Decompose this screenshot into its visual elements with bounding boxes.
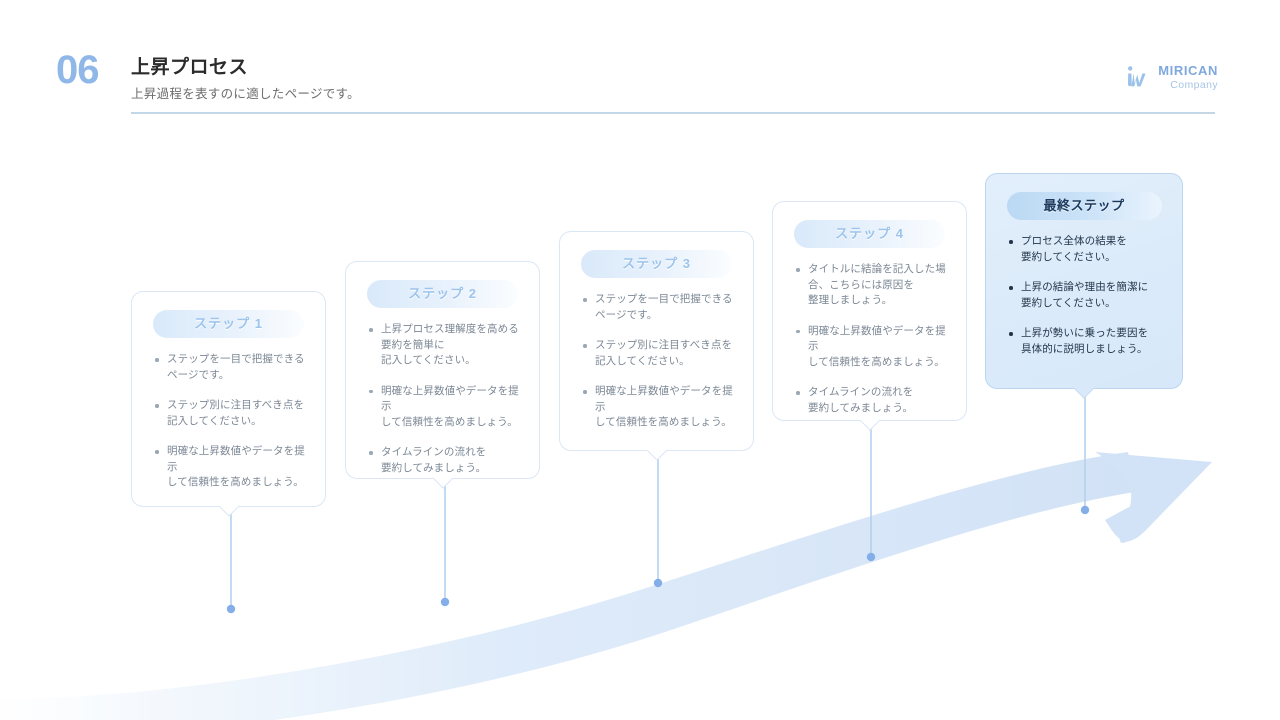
step-card-4[interactable]: ステップ 4 タイトルに結論を記入した場 合、こちらには原因を 整理しましょう。… [772,201,967,431]
brand-logo: MIRICAN Company [1125,64,1218,91]
connector-2 [440,480,450,607]
step-label-4: ステップ 4 [794,220,945,248]
list-item: 明確な上昇数値やデータを提示 して信頼性を高めましょう。 [368,384,521,431]
step-card-3[interactable]: ステップ 3 ステップを一目で把握できる ページです。 ステップ別に注目すべき点… [559,231,754,461]
final-step-card[interactable]: 最終ステップ プロセス全体の結果を 要約してください。 上昇の結論や理由を簡潔に… [985,173,1183,399]
list-item: 上昇の結論や理由を簡潔に 要約してください。 [1008,280,1164,311]
step-label-2: ステップ 2 [367,280,518,308]
list-item: 明確な上昇数値やデータを提示 して信頼性を高めましょう。 [154,444,307,491]
step-label-1: ステップ 1 [153,310,304,338]
list-item: タイムラインの流れを 要約してみましょう。 [795,385,948,416]
step-bullets-2: 上昇プロセス理解度を高める 要約を簡単に 記入してください。 明確な上昇数値やデ… [362,322,523,476]
list-item: プロセス全体の結果を 要約してください。 [1008,234,1164,265]
step-bullets-3: ステップを一目で把握できる ページです。 ステップ別に注目すべき点を 記入してく… [576,292,737,431]
list-item: 明確な上昇数値やデータを提示 して信頼性を高めましょう。 [795,324,948,371]
step-card-2[interactable]: ステップ 2 上昇プロセス理解度を高める 要約を簡単に 記入してください。 明確… [345,261,540,489]
logo-subtitle: Company [1170,79,1218,91]
logo-text: MIRICAN Company [1158,64,1218,91]
list-item: ステップを一目で把握できる ページです。 [154,352,307,383]
connector-5 [1080,390,1090,515]
page-title: 上昇プロセス [131,57,249,78]
step-card-1[interactable]: ステップ 1 ステップを一目で把握できる ページです。 ステップ別に注目すべき点… [131,291,326,517]
card-tail-icon [217,505,240,517]
step-label-3: ステップ 3 [581,250,732,278]
header-divider [131,112,1215,114]
page-subtitle: 上昇過程を表すのに適したページです。 [131,86,360,101]
final-step-bullets: プロセス全体の結果を 要約してください。 上昇の結論や理由を簡潔に 要約してくだ… [1002,234,1166,357]
list-item: ステップを一目で把握できる ページです。 [582,292,735,323]
step-bullets-4: タイトルに結論を記入した場 合、こちらには原因を 整理しましょう。 明確な上昇数… [789,262,950,416]
iw-monogram-icon [1128,66,1146,87]
title-block: 上昇プロセス 上昇過程を表すのに適したページです。 [131,56,360,102]
list-item: 上昇が勢いに乗った要因を 具体的に説明しましょう。 [1008,326,1164,357]
page-number: 06 [56,48,99,92]
logo-name: MIRICAN [1158,63,1218,78]
card-tail-icon [431,477,454,489]
list-item: 明確な上昇数値やデータを提示 して信頼性を高めましょう。 [582,384,735,431]
card-tail-icon [645,449,668,461]
connector-1 [226,508,236,614]
card-tail-icon [858,419,881,431]
list-item: タイムラインの流れを 要約してみましょう。 [368,445,521,476]
connector-4 [866,422,876,562]
list-item: タイトルに結論を記入した場 合、こちらには原因を 整理しましょう。 [795,262,948,309]
list-item: ステップ別に注目すべき点を 記入してください。 [582,338,735,369]
step-bullets-1: ステップを一目で把握できる ページです。 ステップ別に注目すべき点を 記入してく… [148,352,309,491]
slide-header: 06 上昇プロセス 上昇過程を表すのに適したページです。 MIRICAN Com… [0,0,1280,130]
list-item: ステップ別に注目すべき点を 記入してください。 [154,398,307,429]
final-step-label: 最終ステップ [1006,192,1162,220]
list-item: 上昇プロセス理解度を高める 要約を簡単に 記入してください。 [368,322,521,369]
card-tail-icon [1073,387,1095,399]
connector-3 [653,452,663,588]
